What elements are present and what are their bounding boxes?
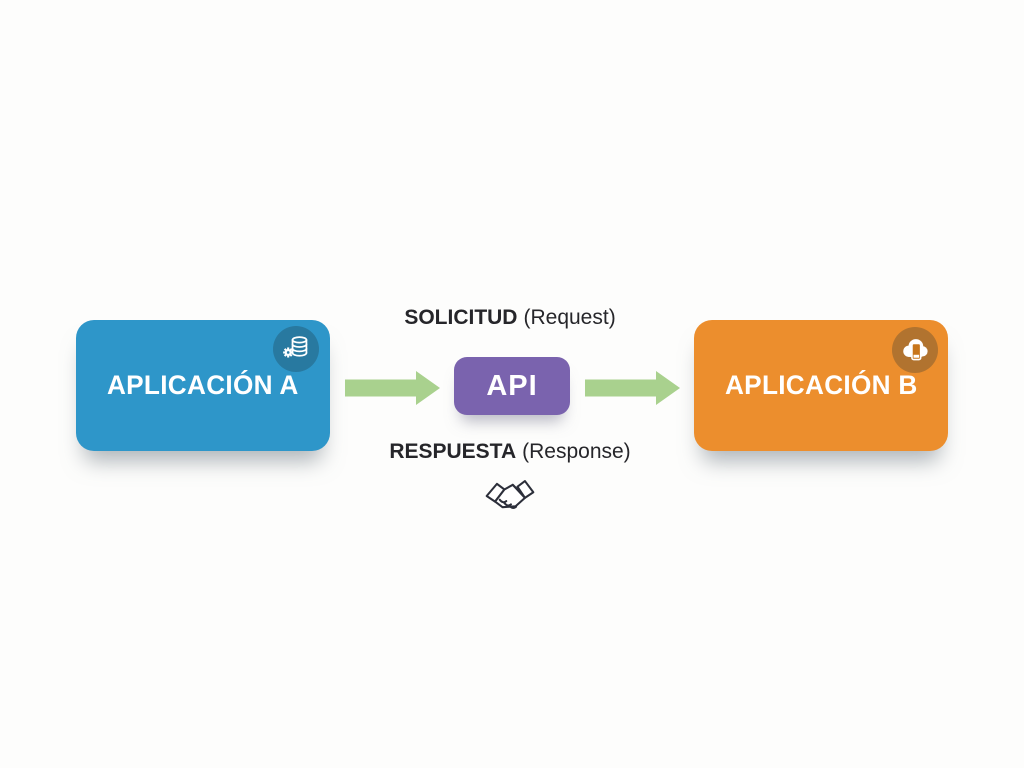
database-gear-icon (273, 326, 319, 372)
request-arrow (345, 371, 440, 405)
request-label: SOLICITUD(Request) (360, 306, 660, 330)
request-label-es: SOLICITUD (404, 306, 518, 329)
request-label-en: (Request) (523, 306, 616, 329)
cloud-phone-icon (892, 327, 938, 373)
handshake-icon (485, 480, 535, 509)
application-a-label: APLICACIÓN A (107, 370, 299, 400)
response-arrow (585, 371, 680, 405)
application-b-label: APLICACIÓN B (724, 370, 918, 400)
response-label-es: RESPUESTA (389, 440, 517, 463)
application-a-box: APLICACIÓN A (76, 320, 330, 451)
response-label: RESPUESTA(Response) (360, 440, 660, 464)
application-b-box: APLICACIÓN B (694, 320, 948, 451)
api-label: API (486, 369, 538, 402)
response-label-en: (Response) (522, 440, 631, 463)
api-box: API (454, 357, 570, 415)
